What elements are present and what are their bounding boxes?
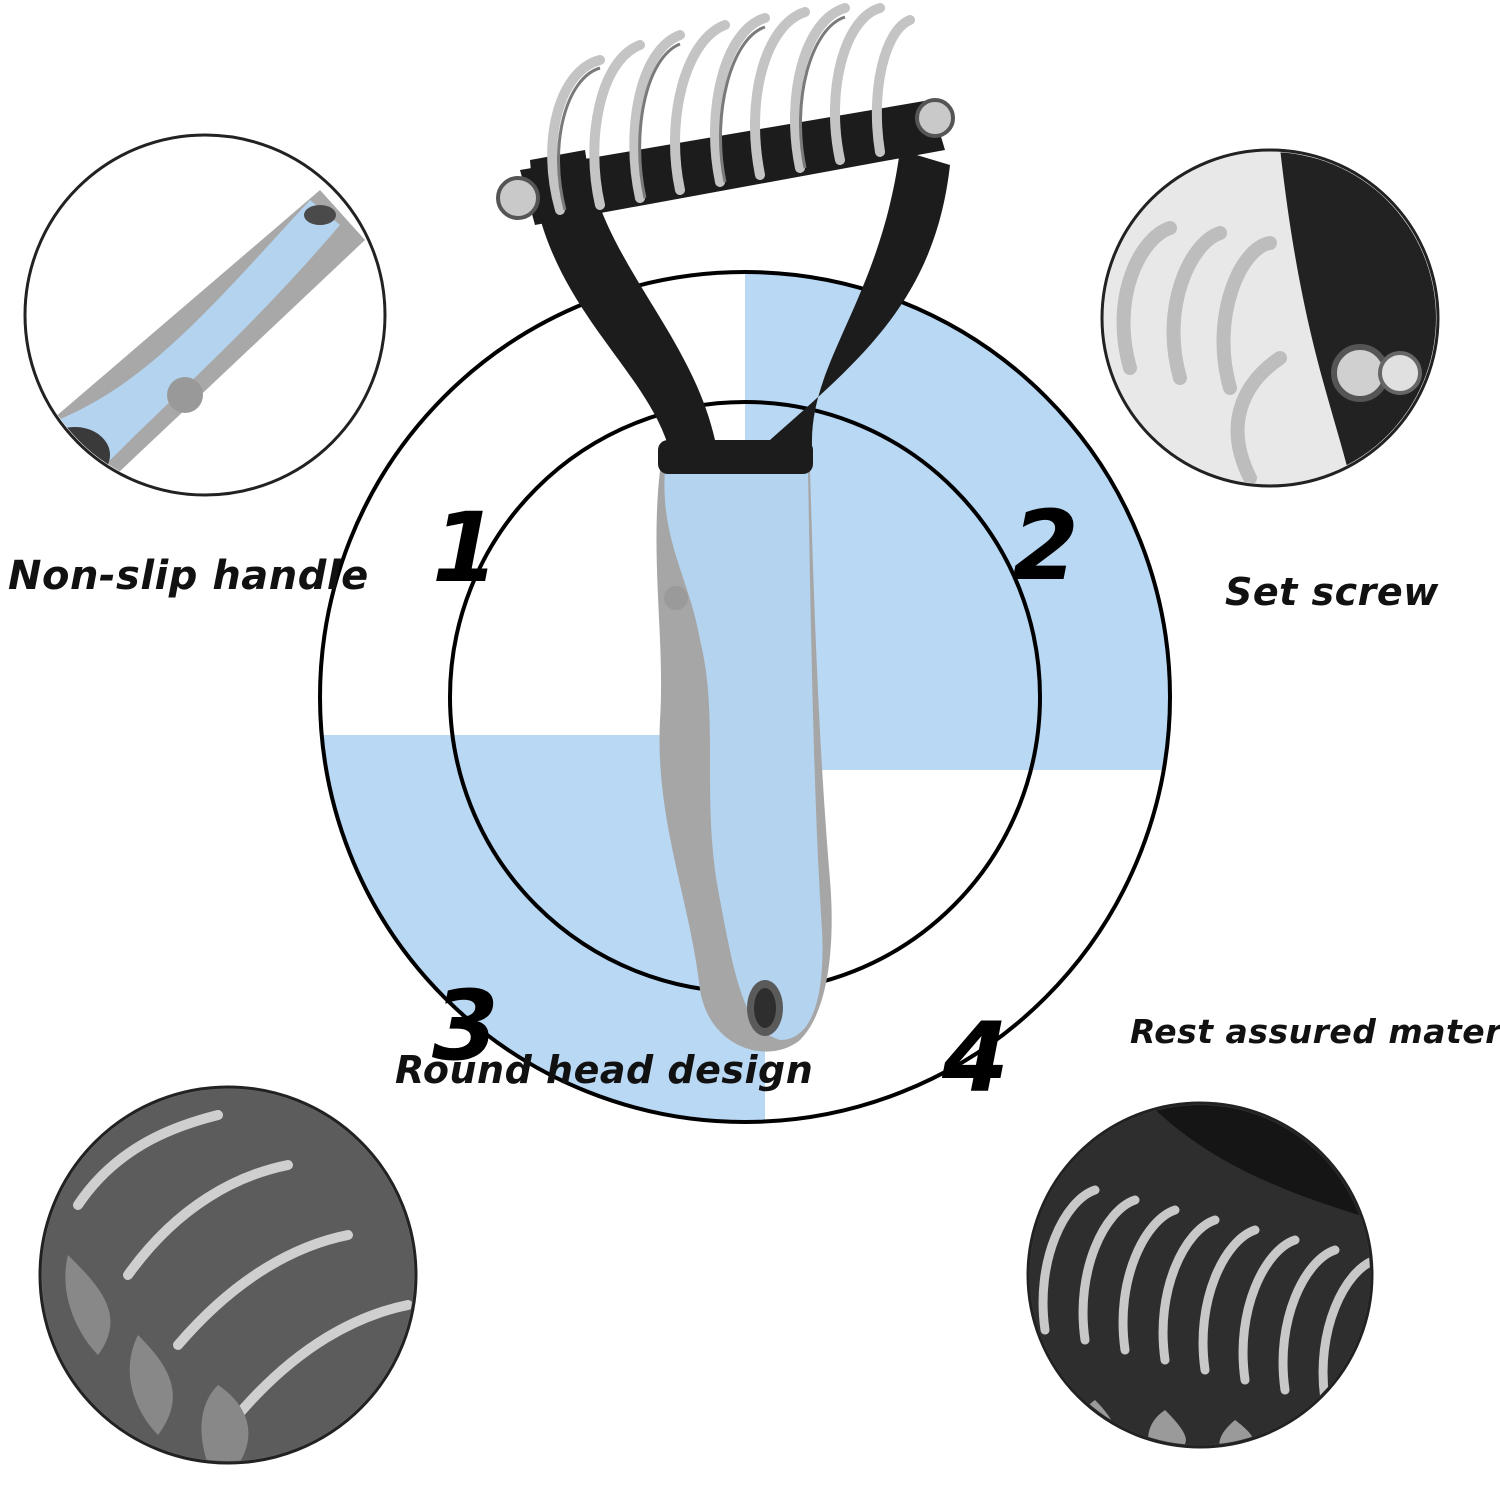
caption-rest-assured-material: Rest assured material	[1130, 1012, 1500, 1051]
handle-closeup-icon	[23, 133, 387, 497]
feature-number-1: 1	[432, 492, 499, 604]
set-screw-closeup-icon	[1100, 148, 1440, 488]
ring-outer	[318, 270, 1172, 1124]
dematting-comb-icon	[496, 3, 955, 1052]
feature-number-2: 2	[1012, 490, 1079, 602]
caption-set-screw: Set screw	[1225, 570, 1439, 614]
round-head-closeup-icon	[38, 1085, 418, 1465]
feature-number-4: 4	[942, 1002, 1009, 1114]
feature-number-3: 3	[432, 970, 499, 1082]
blade-material-closeup-icon	[1026, 1101, 1374, 1449]
caption-round-head-design: Round head design	[395, 1048, 814, 1092]
caption-non-slip-handle: Non-slip handle	[8, 553, 369, 599]
